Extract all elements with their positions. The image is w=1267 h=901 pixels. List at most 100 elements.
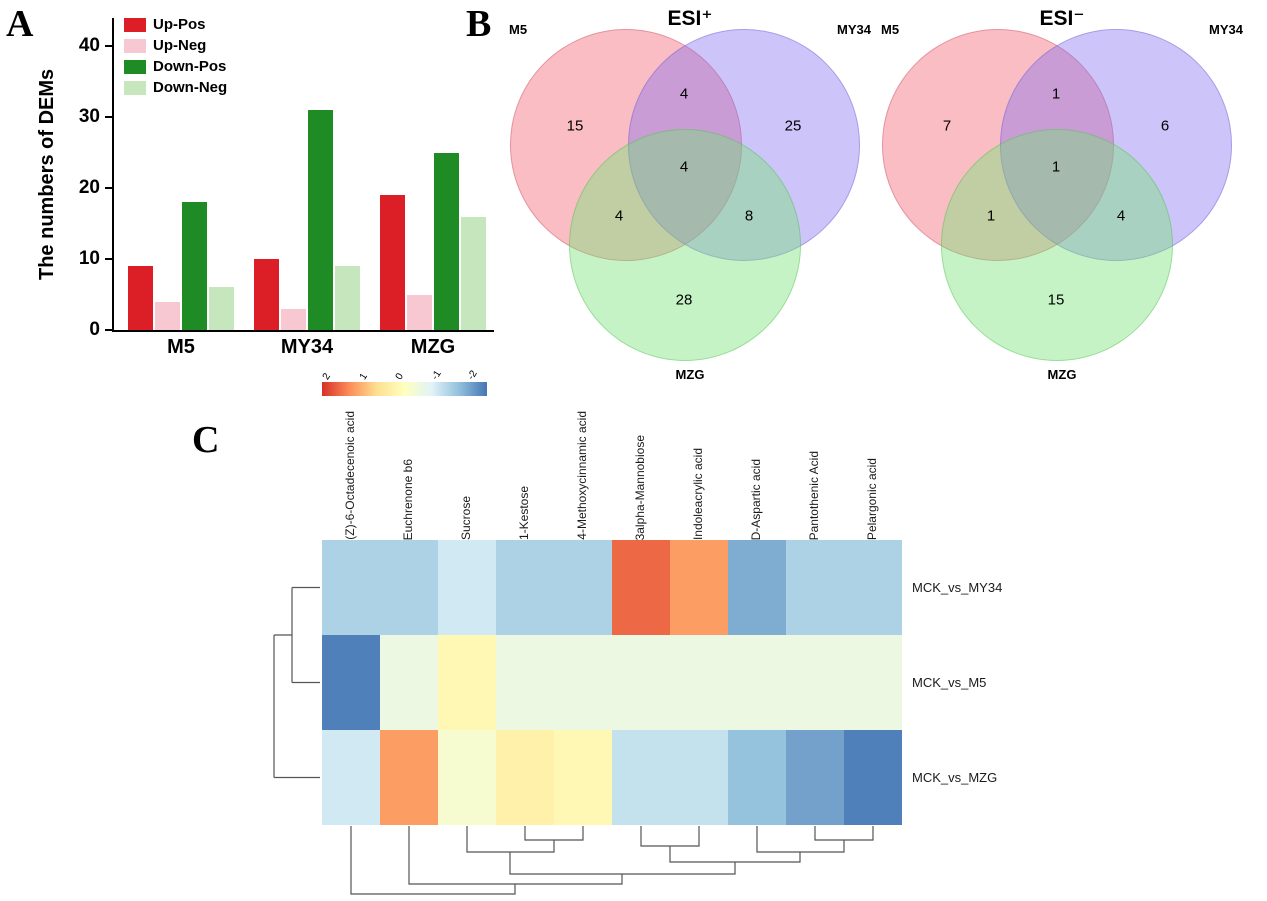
x-axis-label-m5: M5: [167, 336, 195, 358]
heatmap-column-label-3: 1-Kestose: [496, 398, 554, 540]
heatmap-column-label-6: Indoleacrylic acid: [670, 398, 728, 540]
heatmap-column-label-0: (Z)-6-Octadecenoic acid: [322, 398, 380, 540]
heatmap-cell-r0-c2: [438, 540, 496, 635]
y-axis-tick-label: 20: [78, 177, 100, 199]
heatmap-cell-r0-c9: [844, 540, 902, 635]
heatmap-column-label-text: Pantothenic Acid: [807, 450, 822, 540]
bar-down-neg-my34: [335, 266, 360, 330]
venn-set-label-m5: M5: [509, 22, 528, 37]
heatmap-column-label-text: 3alpha-Mannobiose: [633, 434, 648, 540]
venn-count-m5-only: 7: [942, 117, 952, 135]
heatmap-column-label-text: 4-Methoxycinnamic acid: [575, 411, 590, 540]
heatmap-cell-r2-c8: [786, 730, 844, 825]
x-axis-label-mzg: MZG: [410, 336, 456, 358]
panel-b-label: B: [466, 3, 492, 45]
heatmap-cell-r0-c5: [612, 540, 670, 635]
venn-circle-mzg: [941, 129, 1173, 361]
heatmap-cell-r2-c5: [612, 730, 670, 825]
y-axis-tick-label: 0: [89, 319, 100, 340]
x-axis-label-my34: MY34: [280, 336, 334, 358]
venn-set-label-m5: M5: [881, 22, 900, 37]
y-axis-tick: [105, 116, 112, 119]
heatmap-cell-r1-c2: [438, 635, 496, 730]
bar-down-pos-mzg: [434, 152, 459, 330]
legend-swatch: [124, 80, 146, 95]
bar-group-m5: [128, 202, 234, 330]
colorbar-tick-label-4: -2: [466, 368, 481, 382]
y-axis-tick-label: 30: [78, 106, 100, 128]
heatmap-cell-r0-c3: [496, 540, 554, 635]
heatmap-row-label-1: MCK_vs_M5: [912, 675, 987, 690]
heatmap-column-label-1: Euchrenone b6: [380, 398, 438, 540]
venn-count-m5-my34: 4: [679, 85, 689, 103]
y-axis-tick: [105, 187, 112, 190]
bar-down-neg-m5: [209, 287, 234, 330]
heatmap-cell-r2-c3: [496, 730, 554, 825]
y-axis-tick: [105, 329, 112, 331]
heatmap-cell-r1-c9: [844, 635, 902, 730]
legend-entry-down-neg: Down-Neg: [124, 79, 227, 96]
bar-group-my34: [254, 110, 360, 330]
legend-entry-up-neg: Up-Neg: [124, 37, 227, 54]
heatmap-colorbar: [322, 382, 487, 396]
column-dendrogram: [350, 826, 874, 895]
bar-up-neg-my34: [281, 308, 306, 330]
legend-label: Up-Neg: [153, 37, 207, 54]
legend-entry-up-pos: Up-Pos: [124, 16, 227, 33]
y-axis-title: The numbers of DEMs: [36, 68, 58, 280]
legend-label: Up-Pos: [153, 16, 206, 33]
venn-count-m5-mzg: 1: [986, 207, 996, 225]
heatmap-column-label-7: D-Aspartic acid: [728, 398, 786, 540]
bar-up-neg-mzg: [407, 294, 432, 330]
heatmap-column-label-4: 4-Methoxycinnamic acid: [554, 398, 612, 540]
heatmap-column-label-text: 1-Kestose: [517, 485, 532, 540]
colorbar-tick-label-3: -1: [429, 368, 444, 382]
heatmap-column-label-9: Pelargonic acid: [844, 398, 902, 540]
heatmap-cell-r2-c7: [728, 730, 786, 825]
venn-title-esi-negative: ESI⁻: [1039, 7, 1085, 30]
row-dendrogram: [273, 586, 320, 779]
heatmap-cell-r2-c9: [844, 730, 902, 825]
y-axis-tick: [105, 45, 112, 48]
heatmap-cell-r1-c4: [554, 635, 612, 730]
bar-down-pos-my34: [308, 110, 333, 330]
panel-c-label: C: [192, 419, 220, 461]
heatmap-cell-r2-c4: [554, 730, 612, 825]
bar-up-pos-mzg: [380, 195, 405, 330]
heatmap-column-label-text: Indoleacrylic acid: [691, 447, 706, 540]
heatmap-cell-r0-c8: [786, 540, 844, 635]
heatmap-cell-r2-c2: [438, 730, 496, 825]
venn-count-m5-only: 15: [566, 117, 584, 135]
venn-count-my34-mzg: 4: [1116, 207, 1126, 225]
venn-set-label-my34: MY34: [837, 22, 871, 37]
bar-down-neg-mzg: [461, 216, 486, 330]
heatmap-column-label-text: Sucrose: [459, 495, 474, 540]
heatmap-cell-r1-c5: [612, 635, 670, 730]
legend-swatch: [124, 17, 146, 32]
venn-count-mzg-only: 15: [1047, 291, 1065, 309]
heatmap-cell-r0-c1: [380, 540, 438, 635]
heatmap-column-label-text: (Z)-6-Octadecenoic acid: [343, 411, 358, 540]
venn-count-m5-mzg: 4: [614, 207, 624, 225]
y-axis-tick-label: 40: [78, 35, 100, 57]
heatmap-row-label-0: MCK_vs_MY34: [912, 580, 1003, 595]
heatmap-colorbar-ticks: 2 1 0 -1 -2: [320, 356, 487, 382]
colorbar-tick-label-1: 1: [357, 371, 370, 382]
venn-title-esi-positive: ESI⁺: [667, 7, 713, 30]
venn-set-label-mzg: MZG: [1047, 367, 1077, 382]
colorbar-tick-label-0: 2: [320, 371, 334, 382]
legend-label: Down-Pos: [153, 58, 227, 75]
heatmap-cell-r1-c6: [670, 635, 728, 730]
venn-count-all: 4: [679, 158, 689, 176]
colorbar-tick-label-2: 0: [393, 371, 406, 382]
heatmap-column-label-8: Pantothenic Acid: [786, 398, 844, 540]
heatmap-cell-r0-c6: [670, 540, 728, 635]
y-axis-tick: [105, 258, 112, 261]
heatmap-column-label-text: D-Aspartic acid: [749, 458, 764, 540]
legend-swatch: [124, 59, 146, 74]
panel-a-label: A: [6, 3, 34, 45]
venn-count-m5-my34: 1: [1051, 85, 1061, 103]
